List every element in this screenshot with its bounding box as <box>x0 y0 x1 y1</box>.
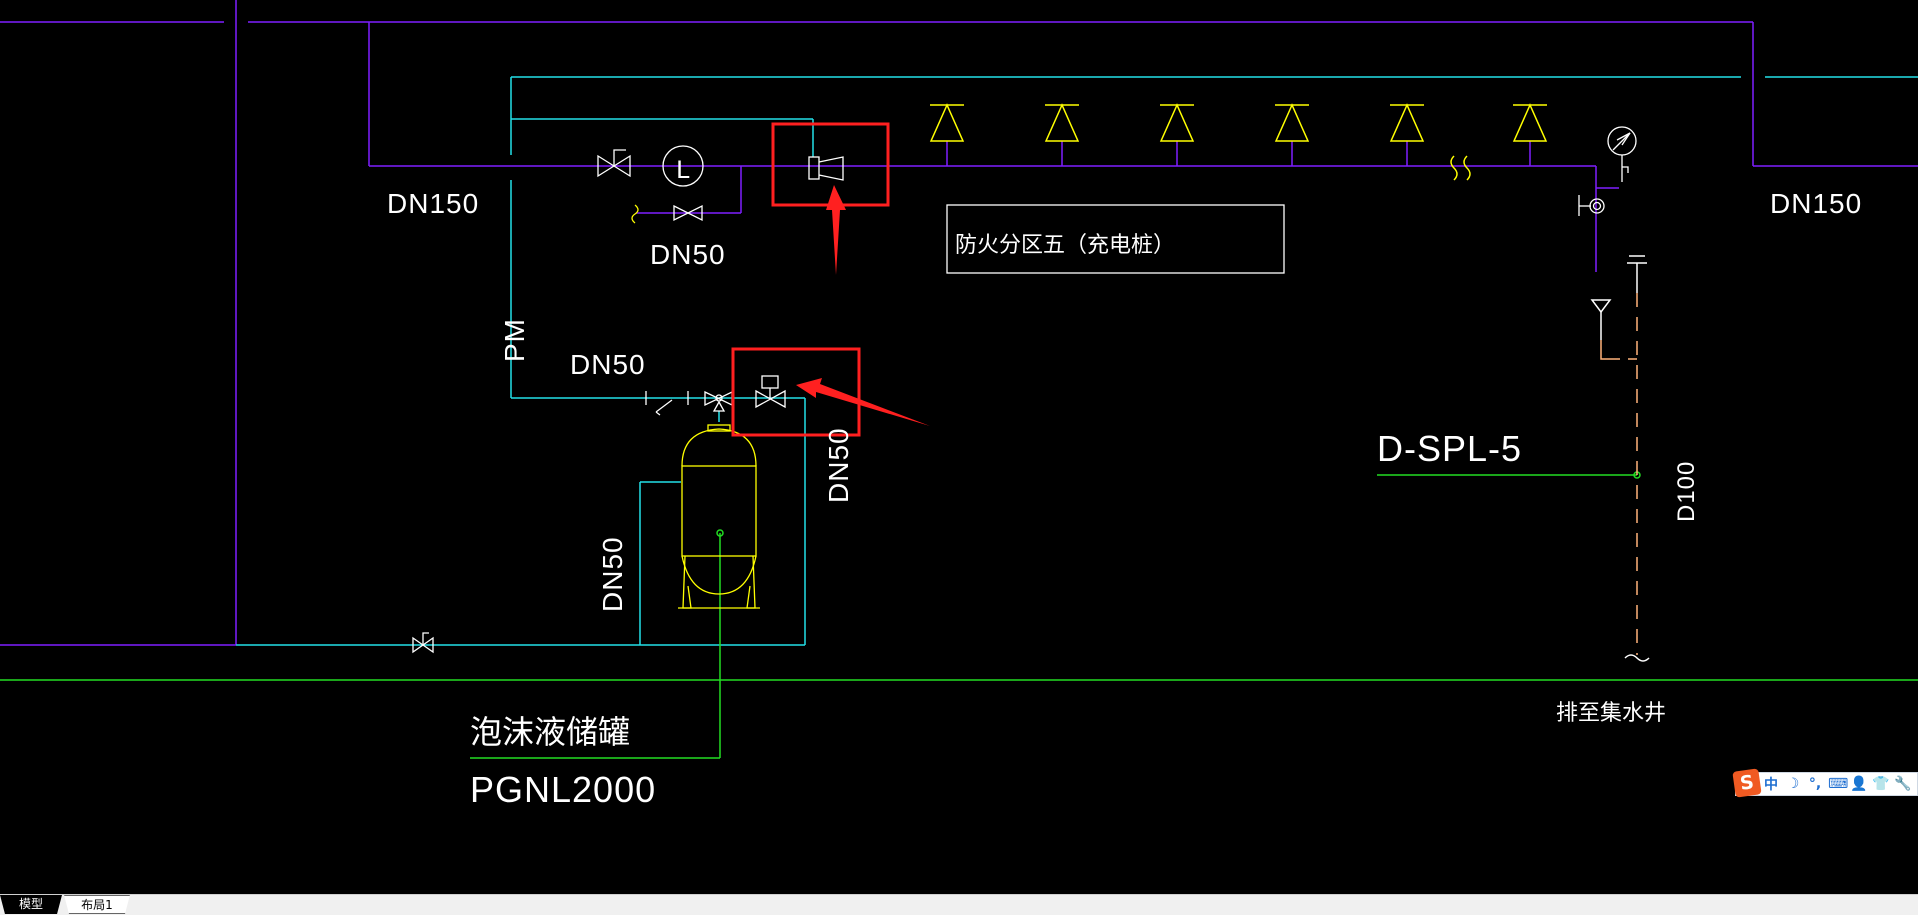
label-drain-size: D100 <box>1673 461 1700 522</box>
tank-leader-dot <box>716 529 724 537</box>
highlight-box-solenoid <box>731 347 861 437</box>
drencher-icon <box>808 156 844 181</box>
label-dn50-foam-line: DN50 <box>570 349 646 380</box>
label-drain-id: D-SPL-5 <box>1377 428 1522 469</box>
tab-layout1[interactable]: 布局1 <box>64 895 130 914</box>
sprinkler-head-icon <box>929 103 965 142</box>
fire-main-pipes <box>0 0 1918 646</box>
foam-tank-icon <box>678 424 760 609</box>
layout-tab-bar: 模型 布局1 <box>0 894 1918 915</box>
user-badge-icon[interactable]: 👤 <box>1850 776 1868 792</box>
gate-valve-icon <box>597 149 631 178</box>
label-dn50-vertical-left: DN50 <box>597 536 628 612</box>
drain-fittings <box>1590 255 1650 662</box>
solenoid-valve-icon <box>755 375 786 409</box>
label-tank-model: PGNL2000 <box>470 769 656 810</box>
chinese-mode-icon[interactable]: 中 <box>1764 777 1778 793</box>
zone-label-box <box>946 204 1285 274</box>
drain-branch <box>1600 340 1620 360</box>
leader-lines <box>0 471 1918 759</box>
funnel-icon <box>1590 299 1612 314</box>
keyboard-icon[interactable]: ⌨ <box>1828 776 1849 792</box>
sprinkler-head-icon <box>1159 103 1195 142</box>
label-dn150-right: DN150 <box>1770 188 1862 219</box>
label-drain-to: 排至集水井 <box>1556 701 1666 726</box>
skin-shirt-icon[interactable]: 👕 <box>1872 776 1890 792</box>
ime-toolbar[interactable]: S 中 ☽ °, ⌨ 👤 👕 🔧 <box>1732 768 1918 798</box>
arrow-up-icon <box>826 185 846 275</box>
label-dn150-left: DN150 <box>387 188 479 219</box>
sprinkler-head-icon <box>1044 103 1080 142</box>
test-connection-icon <box>1578 195 1605 216</box>
half-width-moon-icon[interactable]: ☽ <box>1786 776 1800 792</box>
punctuation-icon[interactable]: °, <box>1808 776 1822 792</box>
outlet-wave-icon <box>1624 654 1650 662</box>
flex-joint-icon <box>631 204 639 224</box>
bypass-valve-icon <box>673 204 703 222</box>
arrow-left-icon <box>796 378 930 426</box>
drain-pipe <box>1600 293 1638 655</box>
check-valve-icon <box>645 391 689 416</box>
label-tank-name: 泡沫液储罐 <box>470 713 630 751</box>
sprinkler-head-icon <box>1389 103 1425 142</box>
settings-wrench-icon[interactable]: 🔧 <box>1894 776 1912 792</box>
sogou-logo-icon[interactable]: S <box>1732 768 1762 798</box>
bottom-valve-icon <box>412 632 434 654</box>
label-dn50-bypass: DN50 <box>650 239 726 270</box>
highlight-box-drencher <box>771 122 890 207</box>
drawing-svg: DN150 DN150 DN50 DN50 PM DN50 DN50 防火分区五… <box>0 0 1918 810</box>
pressure-gauge-icon <box>1607 126 1637 182</box>
pipe-break-symbol <box>1450 155 1471 181</box>
sprinkler-head-icon <box>1512 103 1548 142</box>
tank-outlet-valve-icon <box>704 390 733 412</box>
label-zone: 防火分区五（充电桩） <box>955 233 1175 258</box>
red-arrows <box>796 185 930 426</box>
flow-indicator-letter: L <box>676 156 690 184</box>
flow-indicator-icon <box>662 145 704 187</box>
label-pm: PM <box>499 318 530 362</box>
sprinkler-head-icon <box>1274 103 1310 142</box>
tab-model[interactable]: 模型 <box>0 895 62 914</box>
sprinkler-group <box>929 103 1548 142</box>
cad-model-space[interactable]: DN150 DN150 DN50 DN50 PM DN50 DN50 防火分区五… <box>0 0 1918 894</box>
label-dn50-vertical-right: DN50 <box>823 427 854 503</box>
foam-pipes <box>236 76 1918 646</box>
